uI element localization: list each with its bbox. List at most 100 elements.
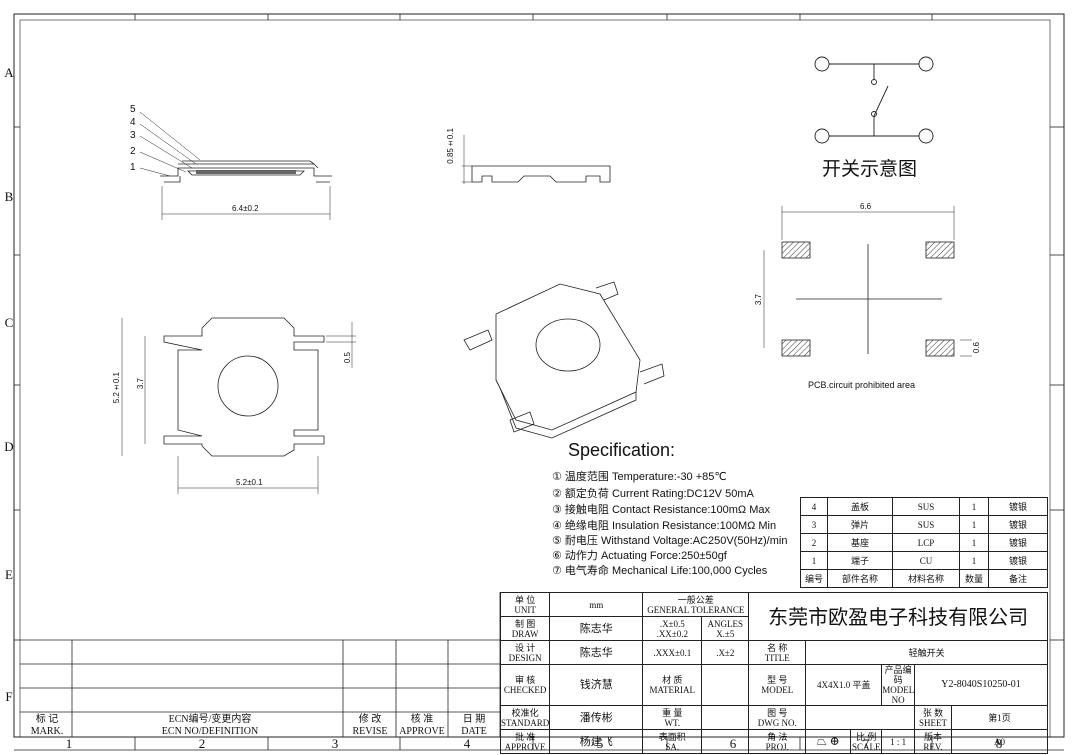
zone-b: B	[4, 189, 14, 204]
bom-cell: 盖板	[827, 497, 893, 516]
dim-side-width: 6.4±0.2	[232, 204, 259, 213]
part-label-4: 4	[130, 117, 136, 128]
tol-2: ANGLES	[707, 618, 744, 629]
projection-icon: ⏢ ⊕	[805, 729, 852, 754]
title-value: 轻触开关	[805, 640, 1048, 665]
draw-name: 陈志华	[549, 616, 644, 641]
tol-4: X.±5	[716, 628, 735, 639]
weight-label-en: WT.	[664, 717, 681, 728]
zone-e: E	[5, 567, 13, 582]
dim-top-inner: 3.7	[136, 378, 145, 390]
rev-label-en: REV.	[923, 741, 943, 752]
scale-label: 比 例	[856, 731, 877, 742]
sheet-value: 第1页	[950, 705, 1049, 730]
tol-1: .X±0.5	[659, 618, 685, 629]
bom-header-cell: 部件名称	[827, 569, 893, 588]
bom-cell: 1	[959, 497, 989, 516]
company-name: 东莞市欧盈电子科技有限公司	[748, 592, 1048, 641]
title-label-en: TITLE	[764, 652, 790, 663]
revision-strip	[20, 592, 501, 737]
tolerance-label-en: GENERAL TOLERANCE	[647, 604, 745, 615]
spec-item-5: ⑤ 耐电压 Withstand Voltage:AC250V(50Hz)/min	[552, 535, 788, 547]
bom-header-cell: 编号	[800, 569, 828, 588]
tol-6: .X±2	[701, 640, 750, 665]
zone-f: F	[5, 689, 13, 704]
bom-row: 4 盖板 SUS 1 镀银	[800, 497, 1048, 516]
top-view	[121, 317, 356, 494]
spec-item-2: ② 额定负荷 Current Rating:DC12V 50mA	[552, 488, 754, 500]
switch-schematic	[814, 56, 934, 144]
unit-label: 单 位	[515, 594, 536, 605]
approve-label-en: APPROVE	[504, 741, 546, 752]
material-label: 材 质	[662, 675, 683, 685]
scale-label-en: SCALE	[852, 741, 881, 752]
standard-label-en: STANDARD	[501, 717, 550, 728]
bom-cell: 端子	[827, 551, 893, 570]
model-no-label-en: MODEL NO	[882, 685, 915, 705]
dim-pcb-pad: 0.6	[972, 342, 981, 354]
draw-label: 制 图	[515, 618, 536, 629]
bom-table: 4 盖板 SUS 1 镀银 3 弹片 SUS 1 镀银 2 基座 LCP 1 镀…	[800, 497, 1048, 588]
rev-value: A0	[950, 729, 1049, 754]
bom-cell: 1	[800, 551, 828, 570]
bom-cell: 弹片	[827, 515, 893, 534]
bom-header-row: 编号 部件名称 材料名称 数量 备注	[800, 569, 1048, 588]
iso-view	[463, 281, 665, 439]
check-label-en: CHECKED	[503, 685, 547, 695]
bom-cell: 镀银	[988, 551, 1048, 570]
surface-label-en: SA.	[665, 741, 680, 752]
zone-c: C	[4, 315, 14, 330]
tol-5: .XXX±0.1	[642, 640, 703, 665]
check-name: 钱济慧	[549, 664, 644, 706]
approve-label: 批 准	[515, 731, 536, 742]
zone-2: 2	[198, 736, 206, 751]
bom-cell: SUS	[892, 515, 960, 534]
part-label-2: 2	[130, 146, 136, 157]
design-name: 陈志华	[549, 640, 644, 665]
spec-item-1: ① 温度范围 Temperature:-30 +85℃	[552, 471, 727, 483]
tolerance-label: 一般公差	[677, 594, 714, 605]
spec-item-6: ⑥ 动作力 Actuating Force:250±50gf	[552, 550, 727, 562]
bom-cell: 1	[959, 515, 989, 534]
unit-label-en: UNIT	[514, 604, 536, 615]
design-label-en: DESIGN	[508, 652, 542, 663]
bom-cell: 镀银	[988, 533, 1048, 552]
bom-cell: CU	[892, 551, 960, 570]
model-value: 4X4X1.0 平盖	[805, 664, 883, 706]
pcb-note: PCB.circuit prohibited area	[808, 380, 916, 390]
zone-3: 3	[331, 736, 339, 751]
bom-cell: 镀银	[988, 497, 1048, 516]
draw-label-en: DRAW	[511, 628, 539, 639]
part-label-3: 3	[130, 130, 136, 141]
dwg-label: 图 号	[767, 707, 788, 718]
approve-name: 杨建飞	[549, 729, 644, 754]
check-label: 审 核	[515, 675, 536, 685]
bom-cell: 基座	[827, 533, 893, 552]
bom-header-cell: 材料名称	[892, 569, 960, 588]
spec-item-3: ③ 接触电阻 Contact Resistance:100mΩ Max	[552, 504, 770, 516]
weight-label: 重 量	[662, 707, 683, 718]
bom-header-cell: 数量	[959, 569, 989, 588]
bom-cell: LCP	[892, 533, 960, 552]
material-label-en: MATERIAL	[649, 685, 696, 695]
bom-header-cell: 备注	[988, 569, 1048, 588]
model-label-en: MODEL	[761, 685, 794, 695]
surface-label: 表面积	[658, 731, 686, 742]
rev-label: 版本	[923, 731, 942, 742]
bom-cell: 3	[800, 515, 828, 534]
side-view	[139, 111, 332, 220]
model-no-value: Y2-8040S10250-01	[913, 664, 1049, 706]
bom-cell: 2	[800, 533, 828, 552]
bom-cell: 镀银	[988, 515, 1048, 534]
bom-row: 3 弹片 SUS 1 镀银	[800, 515, 1048, 534]
sheet-label-en: SHEET	[918, 717, 947, 728]
dim-top-pin: 0.5	[343, 352, 352, 364]
proj-label-en: PROJ.	[765, 741, 789, 752]
zone-d: D	[4, 439, 14, 454]
